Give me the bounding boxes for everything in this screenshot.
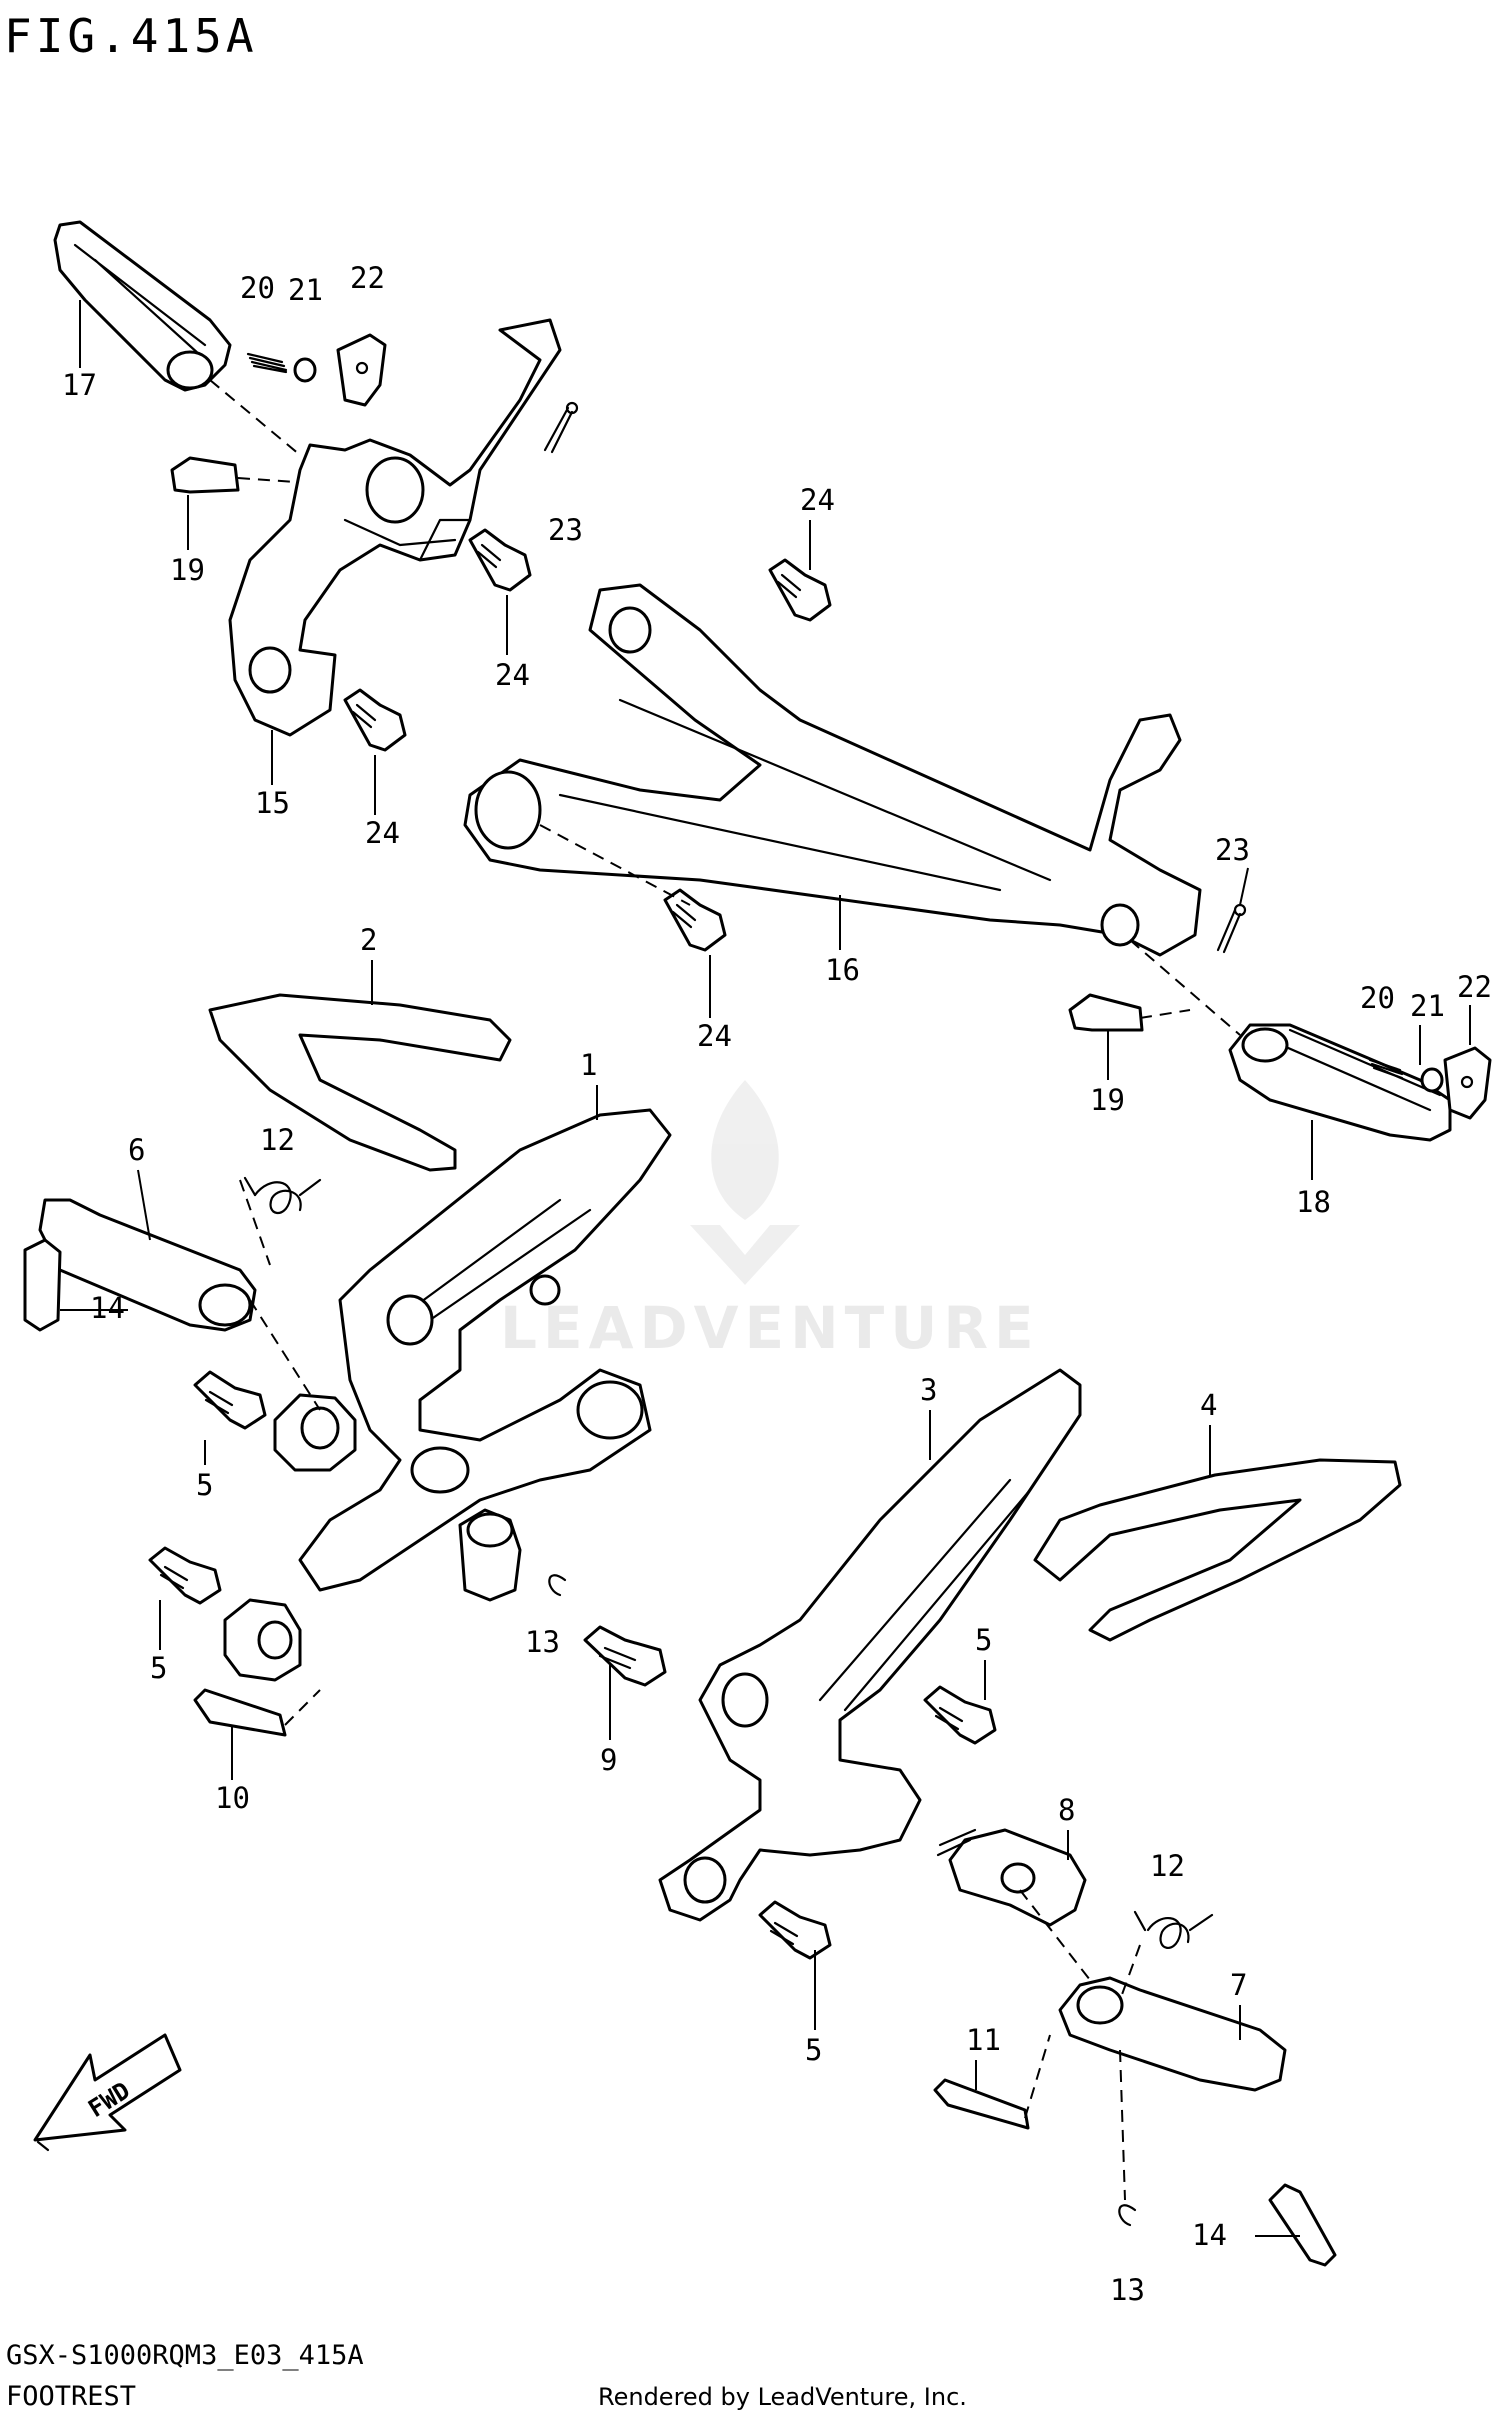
fwd-direction-arrow: FWD — [33, 2033, 182, 2152]
callout-7: 7 — [1230, 1968, 1247, 2002]
callout-5d: 5 — [805, 2033, 822, 2067]
part-10-pin — [193, 1688, 287, 1737]
callout-19b: 19 — [1090, 1083, 1125, 1117]
leader-lines — [60, 300, 1471, 2237]
callout-16: 16 — [825, 953, 860, 987]
callout-4: 4 — [1200, 1388, 1217, 1422]
part-15-left-rear-bracket — [228, 318, 562, 737]
callout-10: 10 — [215, 1781, 250, 1815]
part-24-bolt-d — [663, 888, 727, 952]
part-12-spring-right — [1133, 1910, 1214, 1949]
callout-5c: 5 — [975, 1623, 992, 1657]
part-16-right-rear-bracket — [463, 583, 1202, 957]
part-5-bolt-a — [193, 1370, 267, 1430]
part-1-left-front-bracket — [298, 1108, 672, 1592]
callout-24c: 24 — [365, 816, 400, 850]
callout-12a: 12 — [260, 1123, 295, 1157]
diagram-code: GSX-S1000RQM3_E03_415A — [6, 2340, 364, 2371]
callout-19a: 19 — [170, 553, 205, 587]
callout-18: 18 — [1296, 1185, 1331, 1219]
part-7-right-front-footpeg — [1058, 1976, 1287, 2092]
part-24-bolt-a — [468, 528, 532, 592]
part-left-shaft-collar — [458, 1508, 522, 1602]
part-17-left-rear-footpeg — [53, 220, 232, 392]
part-6-left-front-footpeg — [38, 1198, 257, 1332]
part-19-pin — [170, 456, 240, 494]
part-left-lower-collar — [223, 1598, 302, 1682]
callout-2: 2 — [360, 923, 377, 957]
callout-21b: 21 — [1410, 989, 1445, 1023]
part-24-bolt-c — [768, 558, 832, 622]
part-9-bolt — [583, 1625, 667, 1687]
part-14-right-slider — [1268, 2183, 1337, 2267]
part-20-spring-b — [1368, 1058, 1404, 1080]
part-4-right-heel-guard — [1033, 1458, 1402, 1642]
leadventure-watermark: LEADVENTURE — [500, 1080, 1040, 1362]
callout-24b: 24 — [495, 658, 530, 692]
callout-5a: 5 — [196, 1468, 213, 1502]
callout-22b: 22 — [1457, 970, 1492, 1004]
part-24-bolt-b — [343, 688, 407, 752]
part-12-spring-left — [243, 1176, 322, 1214]
callout-15: 15 — [255, 786, 290, 820]
callout-1: 1 — [580, 1048, 597, 1082]
callout-14a: 14 — [90, 1291, 125, 1325]
part-22-plate — [336, 333, 387, 407]
part-18-right-rear-footpeg — [1228, 1023, 1452, 1142]
callout-14b: 14 — [1192, 2218, 1227, 2252]
render-credit: Rendered by LeadVenture, Inc. — [598, 2383, 967, 2411]
callout-20b: 20 — [1360, 981, 1395, 1015]
figure-title: FIG.415A — [4, 9, 258, 63]
callout-13a: 13 — [525, 1625, 560, 1659]
assembly-lines — [209, 379, 1241, 2201]
part-5-bolt-b — [148, 1546, 222, 1605]
part-11-pin — [933, 2078, 1030, 2130]
section-name: FOOTREST — [6, 2381, 136, 2412]
part-13-clip-right — [1118, 2204, 1137, 2227]
callout-9: 9 — [600, 1743, 617, 1777]
callout-20a: 20 — [240, 271, 275, 305]
callout-3: 3 — [920, 1373, 937, 1407]
part-23-cotter-pin-b — [1216, 903, 1247, 954]
callout-12b: 12 — [1150, 1849, 1185, 1883]
callout-8: 8 — [1058, 1793, 1075, 1827]
part-3-right-front-bracket — [658, 1368, 1082, 1922]
callout-23b: 23 — [1215, 833, 1250, 867]
part-5-bolt-c — [923, 1685, 997, 1745]
part-left-pivot-collar — [273, 1393, 357, 1472]
part-19-pin-b — [1068, 993, 1144, 1032]
part-2-left-heel-guard — [208, 993, 512, 1172]
callout-13b: 13 — [1110, 2273, 1145, 2307]
callout-21a: 21 — [288, 273, 323, 307]
callout-11: 11 — [966, 2023, 1001, 2057]
callout-6: 6 — [128, 1133, 145, 1167]
callout-22a: 22 — [350, 261, 385, 295]
part-20-spring — [246, 352, 288, 374]
part-13-clip-left — [548, 1574, 567, 1597]
part-14-left-slider — [23, 1238, 62, 1332]
callout-23a: 23 — [548, 513, 583, 547]
callout-labels: 1 2 3 4 5 5 5 5 6 7 8 9 10 11 12 12 13 1… — [62, 261, 1492, 2307]
part-5-bolt-d — [758, 1900, 832, 1960]
part-23-cotter-pin — [543, 401, 579, 454]
part-21-ball-b — [1420, 1067, 1444, 1093]
part-22-plate-b — [1443, 1046, 1492, 1120]
callout-5b: 5 — [150, 1651, 167, 1685]
callout-24a: 24 — [800, 483, 835, 517]
watermark-text: LEADVENTURE — [500, 1294, 1040, 1362]
part-8-shaft — [936, 1828, 1087, 1927]
callout-17: 17 — [62, 368, 97, 402]
part-21-ball — [293, 357, 317, 383]
callout-24d: 24 — [697, 1019, 732, 1053]
